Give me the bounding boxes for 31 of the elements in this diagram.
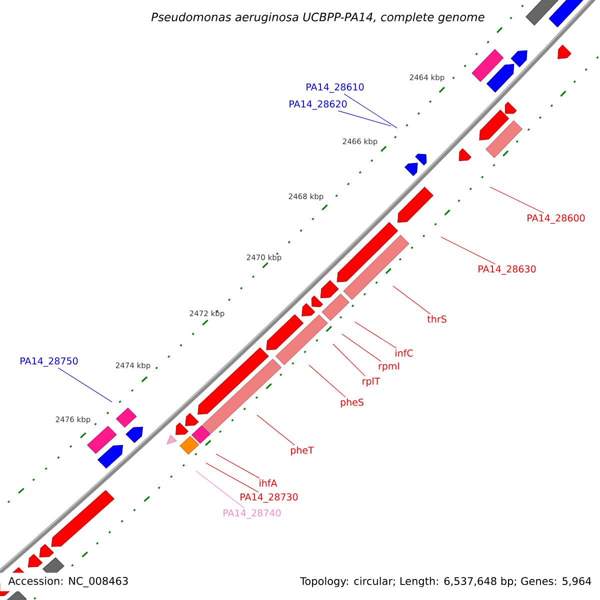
leader-line bbox=[216, 454, 260, 478]
leader-line bbox=[58, 368, 112, 402]
leader-line bbox=[342, 334, 382, 362]
gene-label: pheT bbox=[291, 446, 314, 456]
gene-label: thrS bbox=[427, 315, 446, 323]
leader-line bbox=[332, 344, 366, 376]
leader-line bbox=[344, 94, 398, 128]
gene-label: PA14_28610 bbox=[306, 83, 364, 93]
gene-label: PA14_28600 bbox=[528, 214, 585, 224]
leader-line bbox=[206, 462, 259, 492]
leader-line bbox=[308, 364, 346, 398]
leader-line bbox=[196, 470, 245, 508]
gene-label: ihfA bbox=[260, 479, 278, 487]
gene-label: infC bbox=[396, 349, 413, 357]
leader-line bbox=[490, 186, 544, 214]
leader-line bbox=[256, 414, 296, 446]
gene-label: PA14_28750 bbox=[20, 357, 78, 367]
gene-label: rplT bbox=[362, 377, 380, 387]
gene-label: rpmI bbox=[378, 362, 400, 372]
gene-label: PA14_28620 bbox=[290, 100, 347, 110]
gene-label: PA14_28730 bbox=[240, 493, 298, 503]
genome-summary: Topology: circular; Length: 6,537,648 bp; Genes: 5,964 bbox=[292, 572, 600, 592]
leader-line bbox=[338, 110, 392, 126]
gene-label: pheS bbox=[340, 398, 364, 408]
title: Pseudomonas aeruginosa UCBPP-PA14, complete genome bbox=[150, 11, 486, 25]
leader-line bbox=[440, 236, 496, 264]
leader-line bbox=[354, 322, 397, 348]
gene-label: PA14_28740 bbox=[224, 509, 281, 519]
accession-label: Accession: NC_008463 bbox=[0, 572, 137, 592]
gene-label: PA14_28630 bbox=[478, 265, 536, 275]
leader-line bbox=[392, 286, 431, 314]
